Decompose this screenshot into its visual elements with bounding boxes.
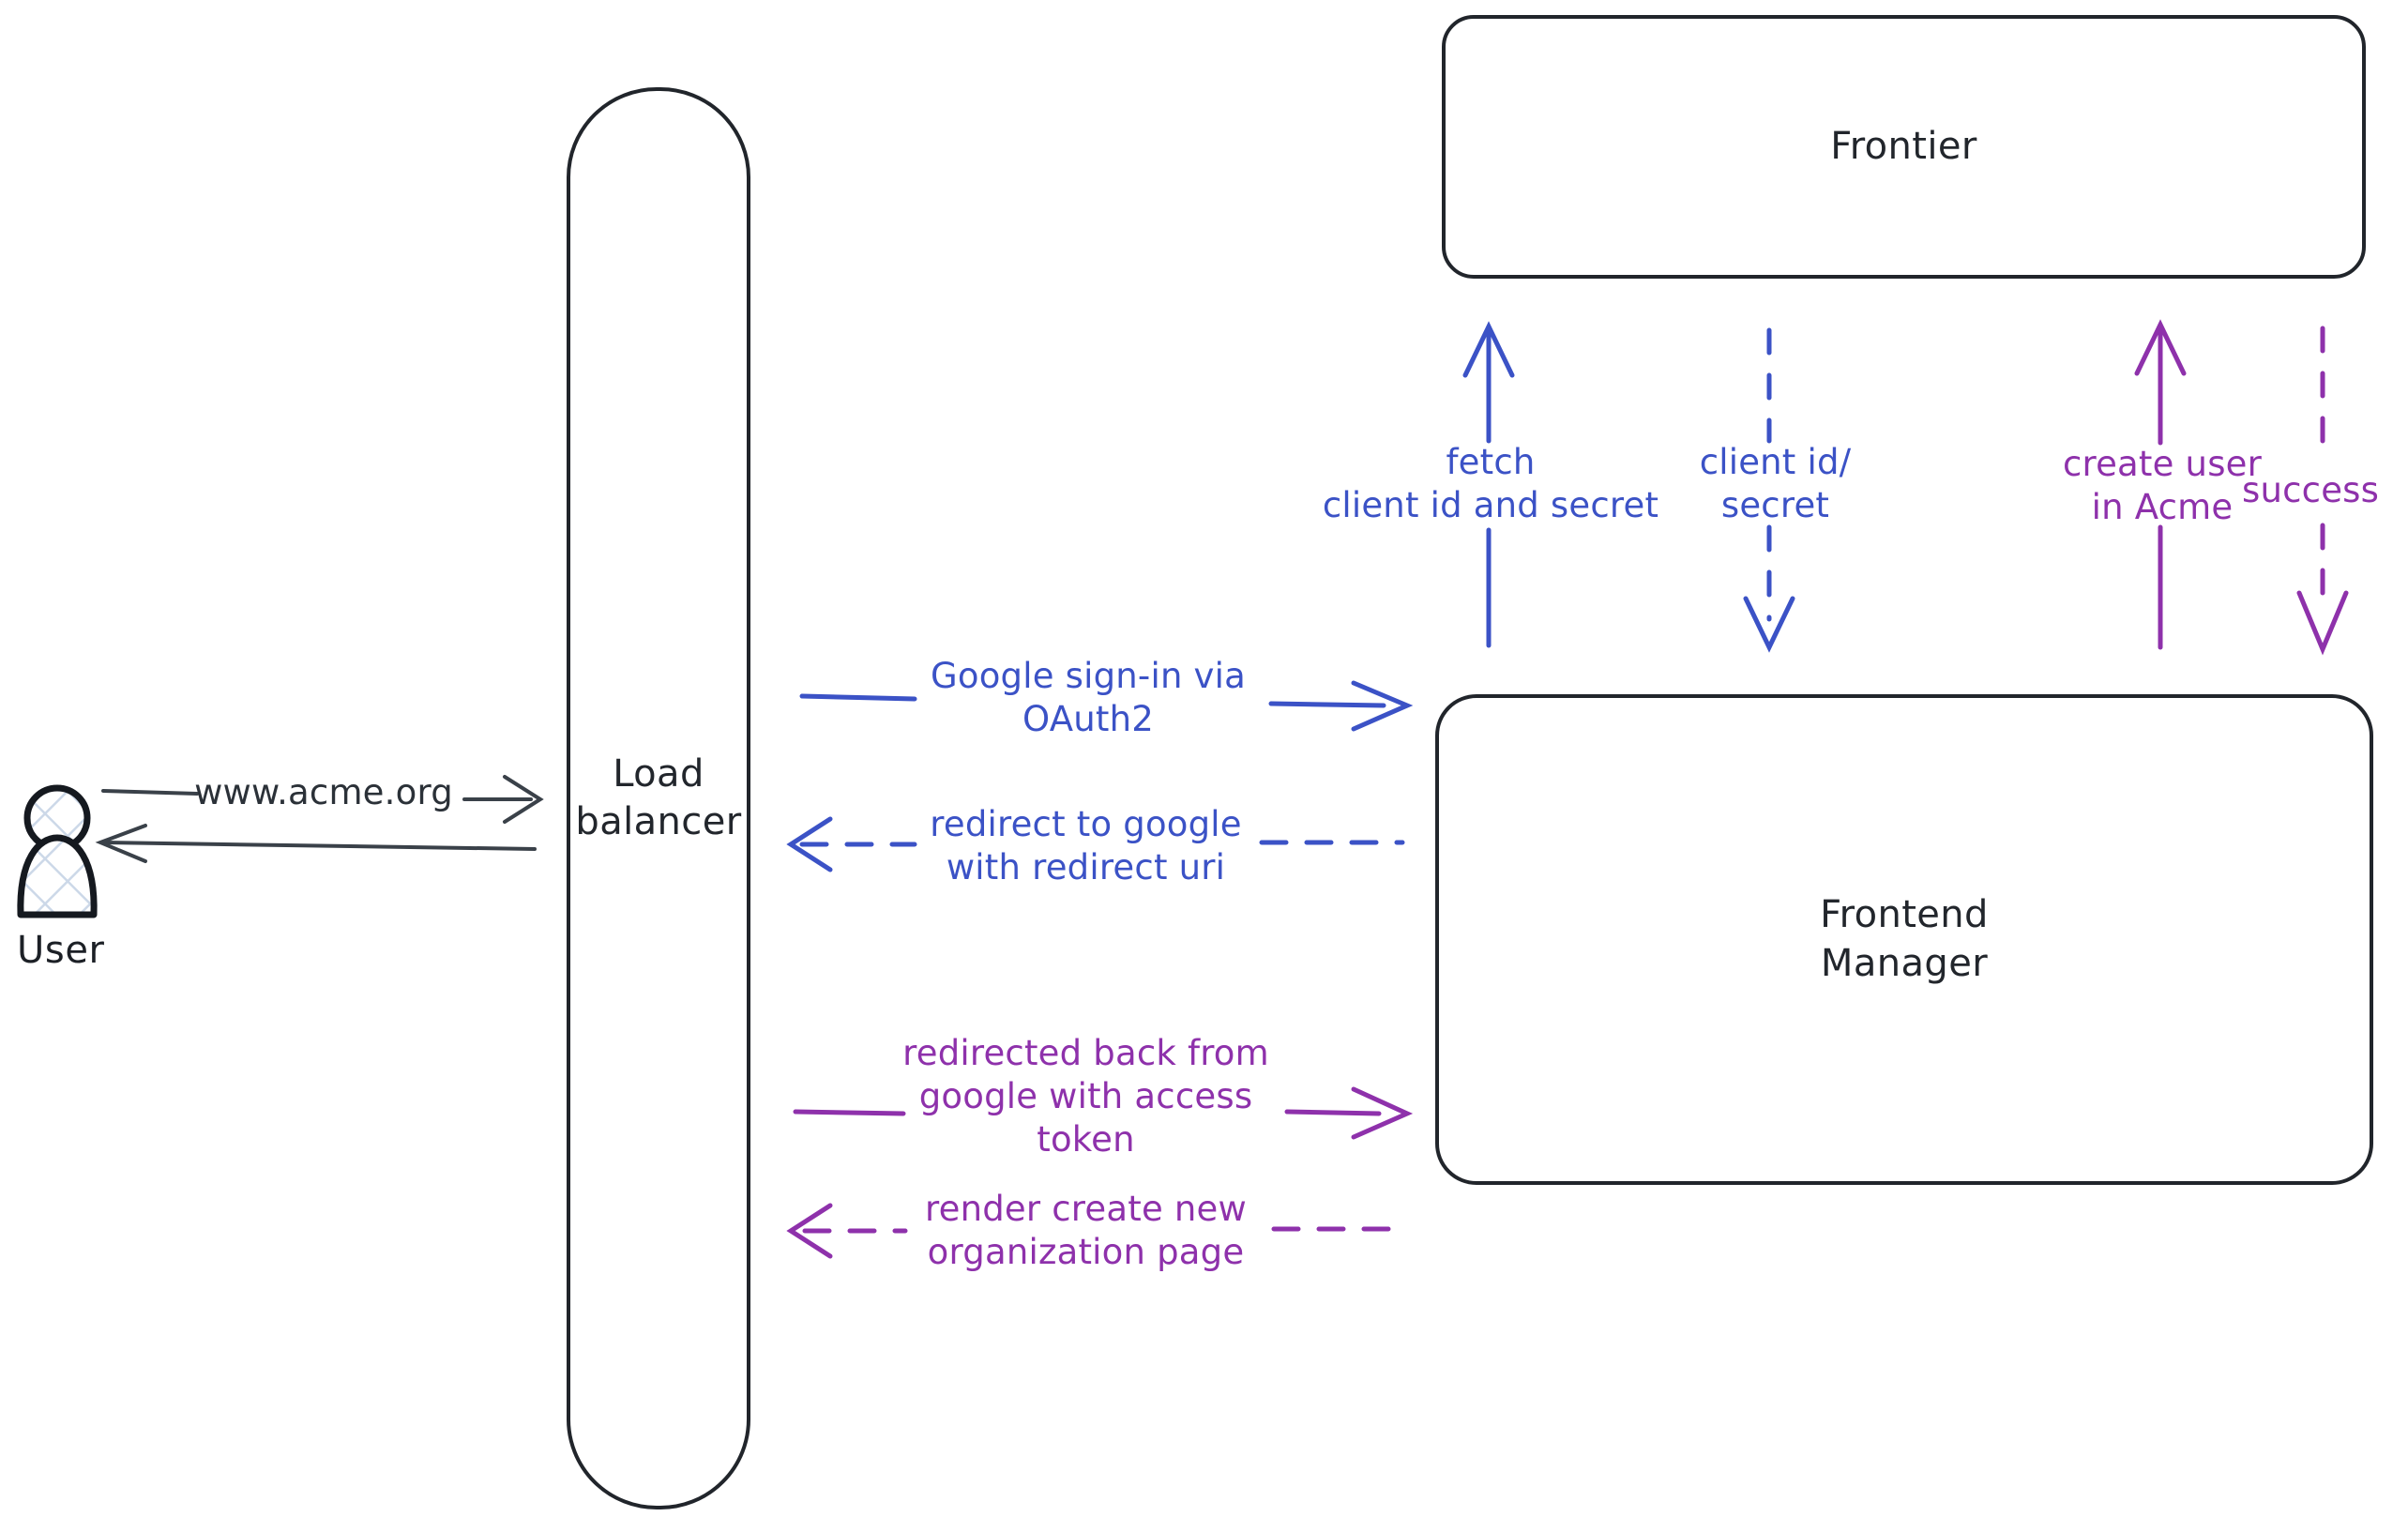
edge-create-user-in-acme [2134,319,2187,650]
user-actor-icon [17,784,98,918]
node-frontend-manager-label: Frontend Manager [1820,893,1989,985]
edge-redirected-back-with-access-token [793,1086,1414,1140]
edge-client-id-secret [1743,327,1795,653]
edge-success [2296,326,2349,656]
edge-render-create-new-organization-page [786,1203,1401,1259]
edge-fetch-client-id-and-secret [1462,321,1515,648]
edge-user-to-load-balancer [101,775,544,824]
user-actor-label: User [17,929,105,972]
node-frontier[interactable]: Frontier [1442,15,2366,279]
node-load-balancer-label: Load balancer [575,751,742,843]
node-load-balancer[interactable]: Load balancer [567,87,750,1509]
edge-redirect-to-google-with-redirect-uri [786,816,1405,872]
node-frontend-manager[interactable]: Frontend Manager [1435,694,2373,1185]
edge-google-signin-via-oauth2 [799,680,1414,732]
edge-load-balancer-to-user [95,824,537,863]
node-frontier-label: Frontier [1830,124,1977,168]
